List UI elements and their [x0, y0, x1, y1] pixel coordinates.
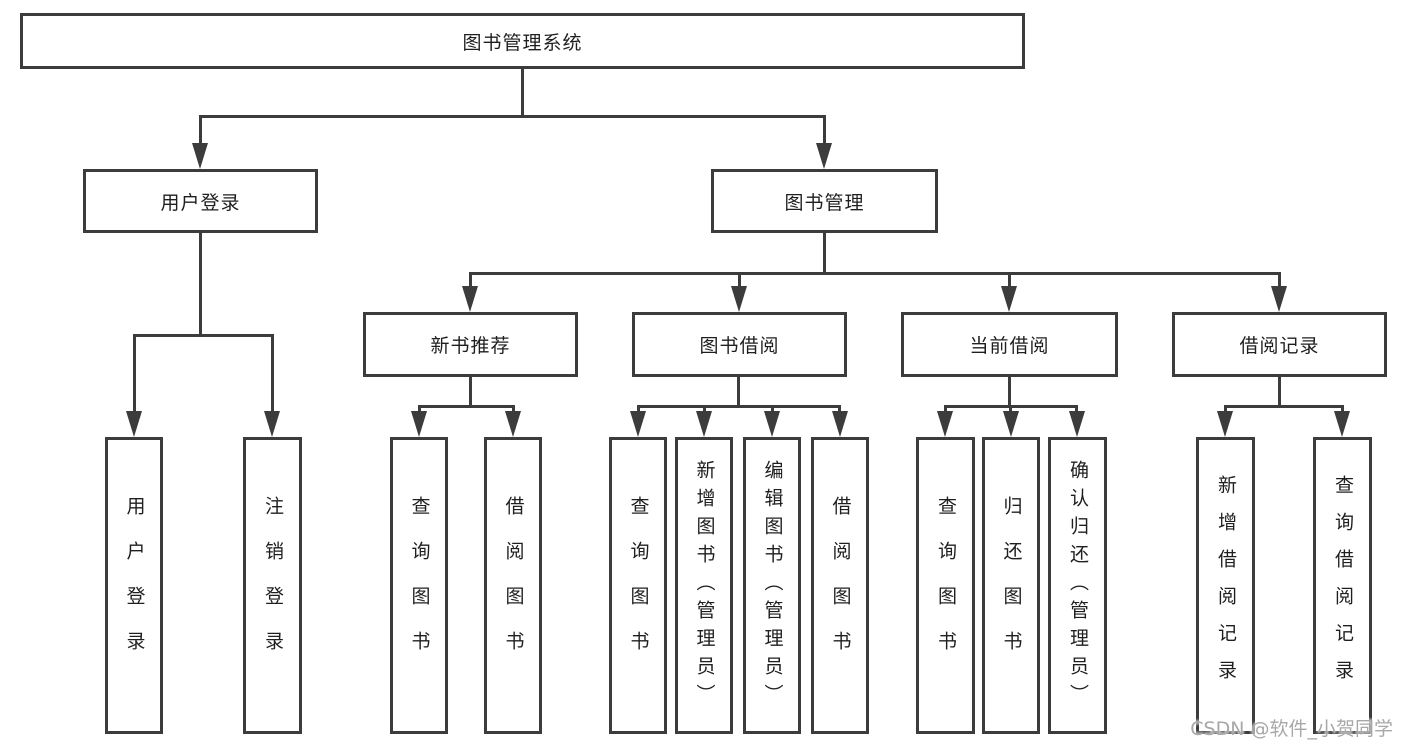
- leaf-return-book-label: 归还图书: [1000, 495, 1023, 676]
- node-root: 图书管理系统: [20, 13, 1025, 69]
- connector-borrow-records-split: [1224, 405, 1343, 408]
- connector-root-split: [199, 115, 826, 118]
- arrowhead-leaf: [764, 411, 780, 437]
- leaf-query-books-current-label: 查询图书: [935, 495, 957, 676]
- connector-current-borrow-stem: [1008, 375, 1011, 408]
- arrowhead-leaf-logout: [264, 411, 280, 437]
- leaf-borrow-books-recommend: 借阅图书: [484, 437, 542, 734]
- arrowhead-leaf-login: [126, 411, 142, 437]
- leaf-confirm-return-admin-label: 确认归还（管理员）: [1067, 459, 1089, 712]
- leaf-borrow-books-label: 借阅图书: [829, 495, 852, 676]
- connector-drop-leaf-logout: [271, 334, 274, 414]
- leaf-query-books-borrow-label: 查询图书: [627, 495, 650, 676]
- leaf-query-books-recommend-label: 查询图书: [408, 495, 431, 676]
- leaf-logout: 注销登录: [243, 437, 302, 734]
- leaf-query-books-recommend: 查询图书: [390, 437, 448, 734]
- node-borrow-records: 借阅记录: [1172, 312, 1387, 377]
- leaf-query-borrow-record: 查询借阅记录: [1313, 437, 1372, 734]
- leaf-confirm-return-admin: 确认归还（管理员）: [1048, 437, 1107, 734]
- leaf-borrow-books: 借阅图书: [811, 437, 869, 734]
- arrowhead-leaf: [411, 411, 427, 437]
- connector-book-mgmt-stem: [823, 232, 826, 275]
- node-user-login-label: 用户登录: [160, 191, 241, 214]
- leaf-return-book: 归还图书: [982, 437, 1040, 734]
- connector-new-book-stem: [469, 375, 472, 408]
- leaf-edit-book-admin-label: 编辑图书（管理员）: [761, 459, 784, 712]
- leaf-query-books-borrow: 查询图书: [609, 437, 667, 734]
- leaf-borrow-books-recommend-label: 借阅图书: [502, 495, 525, 676]
- arrowhead-leaf: [937, 411, 953, 437]
- arrowhead-leaf: [630, 411, 646, 437]
- node-root-label: 图书管理系统: [462, 31, 583, 54]
- arrowhead-leaf: [696, 411, 712, 437]
- connector-drop-book-mgmt: [823, 115, 826, 149]
- arrowhead-book-borrow: [731, 286, 747, 312]
- leaf-logout-label: 注销登录: [262, 495, 284, 676]
- connector-user-login-stem: [199, 232, 202, 336]
- connector-drop-leaf-login: [133, 334, 136, 414]
- arrowhead-leaf: [505, 411, 521, 437]
- arrowhead-leaf: [1217, 411, 1233, 437]
- node-book-borrow-label: 图书借阅: [699, 335, 780, 357]
- arrowhead-leaf: [832, 411, 848, 437]
- node-user-login: 用户登录: [83, 169, 318, 233]
- arrowhead-borrow-records: [1271, 286, 1287, 312]
- connector-book-mgmt-split: [469, 272, 1281, 275]
- leaf-query-books-current: 查询图书: [916, 437, 975, 734]
- connector-drop-current-borrow: [1008, 272, 1011, 292]
- connector-borrow-records-stem: [1278, 375, 1281, 408]
- connector-root-stem: [521, 67, 524, 117]
- leaf-user-login: 用户登录: [105, 437, 163, 734]
- arrowhead-new-book: [462, 286, 478, 312]
- connector-drop-borrow-records: [1278, 272, 1281, 292]
- node-book-borrow: 图书借阅: [632, 312, 847, 377]
- node-current-borrow-label: 当前借阅: [969, 335, 1050, 357]
- leaf-query-borrow-record-label: 查询借阅记录: [1332, 474, 1354, 697]
- connector-drop-user-login: [199, 115, 202, 149]
- connector-book-borrow-split: [637, 405, 841, 408]
- csdn-watermark: CSDN @软件_小贺同学: [1190, 718, 1393, 740]
- node-current-borrow: 当前借阅: [901, 312, 1118, 377]
- arrowhead-leaf: [1069, 411, 1085, 437]
- leaf-edit-book-admin: 编辑图书（管理员）: [743, 437, 801, 734]
- leaf-add-book-admin: 新增图书（管理员）: [675, 437, 733, 734]
- leaf-add-book-admin-label: 新增图书（管理员）: [693, 459, 716, 712]
- node-book-management: 图书管理: [711, 169, 938, 233]
- connector-book-borrow-stem: [737, 375, 740, 408]
- node-new-book-recommend: 新书推荐: [363, 312, 578, 377]
- arrowhead-current-borrow: [1001, 286, 1017, 312]
- connector-drop-book-borrow: [738, 272, 741, 292]
- connector-user-login-split: [133, 334, 274, 337]
- connector-new-book-split: [418, 405, 515, 408]
- leaf-user-login-label: 用户登录: [123, 495, 146, 676]
- node-new-book-recommend-label: 新书推荐: [430, 335, 511, 357]
- arrowhead-user-login: [192, 143, 208, 169]
- node-borrow-records-label: 借阅记录: [1239, 335, 1320, 357]
- leaf-add-borrow-record-label: 新增借阅记录: [1215, 474, 1237, 697]
- connector-drop-new-book: [469, 272, 472, 292]
- arrowhead-leaf: [1003, 411, 1019, 437]
- leaf-add-borrow-record: 新增借阅记录: [1196, 437, 1255, 734]
- node-book-management-label: 图书管理: [784, 191, 865, 214]
- arrowhead-book-mgmt: [816, 143, 832, 169]
- arrowhead-leaf: [1334, 411, 1350, 437]
